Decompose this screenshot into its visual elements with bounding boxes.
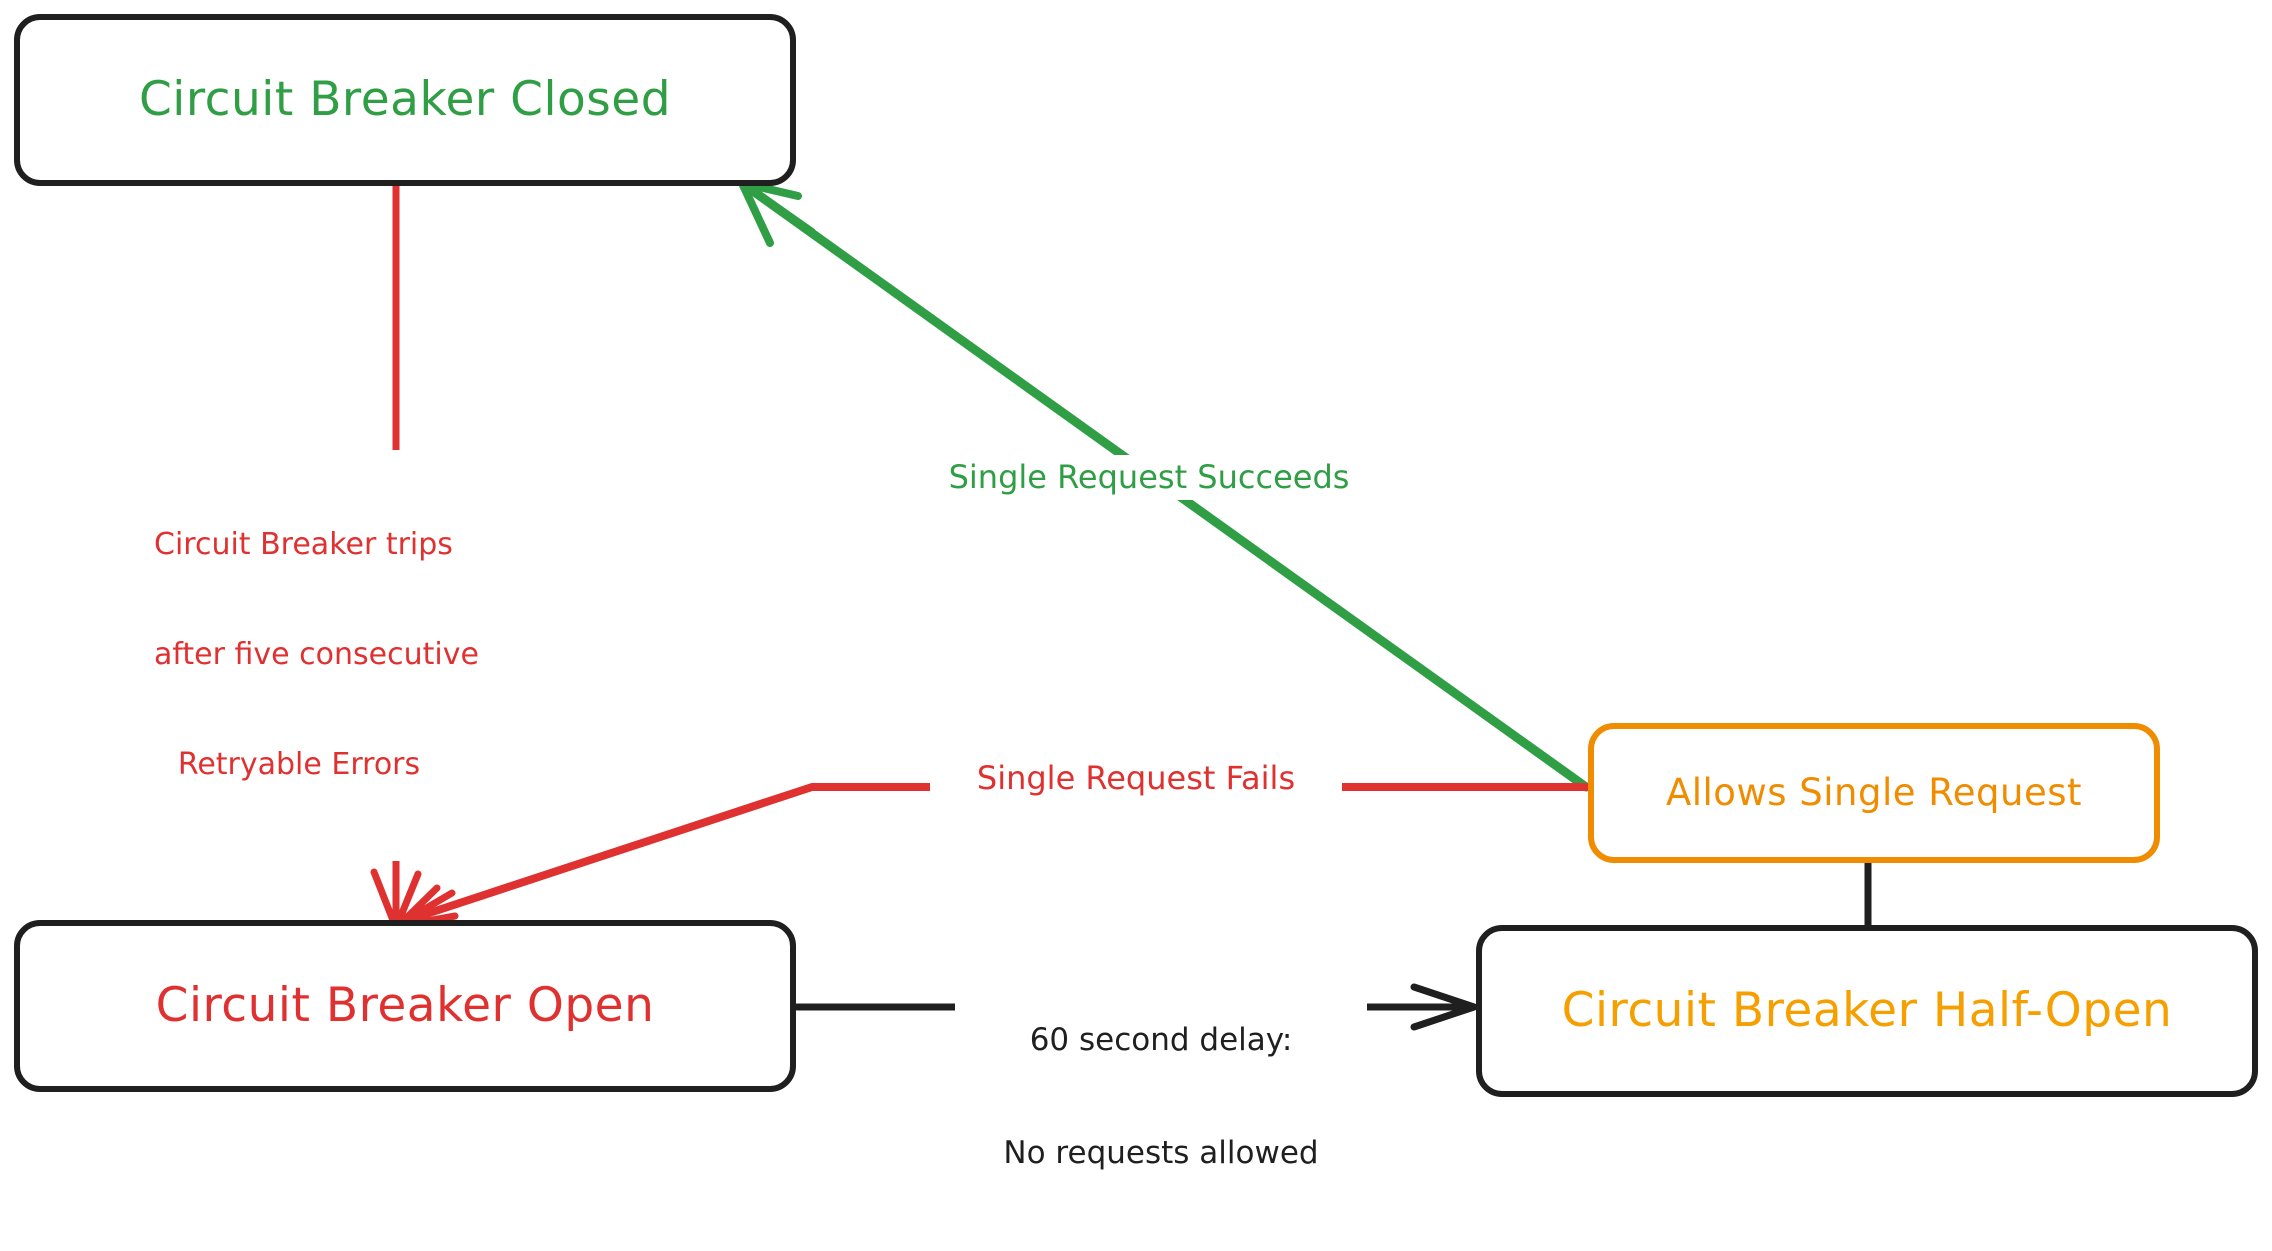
edge-line-allows-to-closed (748, 186, 1591, 792)
edge-line-allows-to-open (398, 783, 1590, 926)
edge-allows-to-open (390, 783, 1590, 931)
node-label-allows: Allows Single Request (1665, 770, 2083, 814)
diagram-canvas: Circuit Breaker Closed Circuit Breaker O… (14, 14, 2258, 1172)
node-label-closed: Circuit Breaker Closed (138, 72, 672, 128)
node-circuit-breaker-half-open[interactable]: Circuit Breaker Half-Open (1476, 925, 2258, 1097)
node-allows-single-request[interactable]: Allows Single Request (1588, 723, 2160, 863)
arrowhead-open-to-halfopen (1410, 983, 1478, 1031)
node-label-halfopen: Circuit Breaker Half-Open (1561, 983, 2173, 1039)
edge-closed-to-open (370, 178, 441, 932)
node-circuit-breaker-closed[interactable]: Circuit Breaker Closed (14, 14, 796, 186)
node-label-open: Circuit Breaker Open (155, 978, 655, 1034)
edge-label-delay-line2: No requests allowed (1003, 1135, 1319, 1172)
node-circuit-breaker-open[interactable]: Circuit Breaker Open (14, 920, 796, 1092)
edge-allows-to-closed (738, 179, 1591, 792)
edge-open-to-halfopen (793, 983, 1478, 1031)
